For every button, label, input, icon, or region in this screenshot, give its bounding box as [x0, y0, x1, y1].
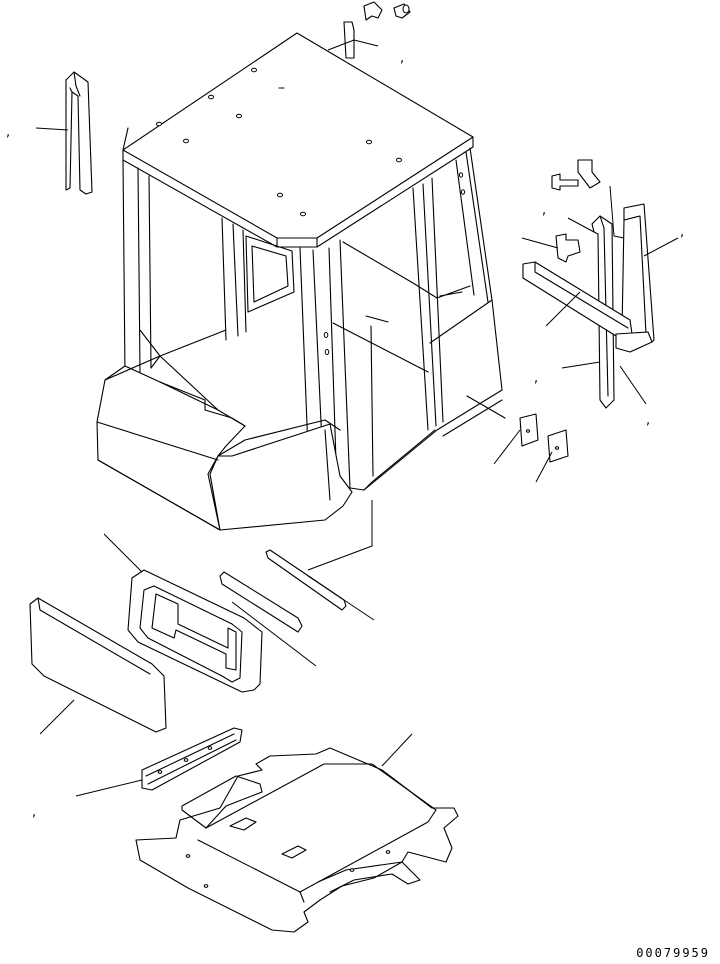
comma-mark-6: , — [646, 413, 650, 428]
frame-gasket-part — [128, 570, 262, 692]
comma-mark-5: , — [534, 371, 538, 386]
drawing-number: 00079959 — [636, 946, 710, 960]
comma-mark-7: , — [32, 805, 36, 820]
mounting-strip-part — [142, 728, 242, 790]
comma-mark-1: , — [6, 125, 10, 140]
cab-assembly — [97, 33, 505, 530]
roof-holes — [157, 68, 402, 216]
right-bracket-parts — [520, 160, 654, 462]
door-pillar-holes — [459, 173, 464, 194]
comma-mark-2: , — [400, 51, 404, 66]
floor-mat-part — [136, 748, 458, 932]
seal-strip-parts — [220, 550, 346, 632]
top-clip-parts — [344, 2, 410, 58]
comma-mark-3: , — [542, 203, 546, 218]
leader-lines — [36, 40, 678, 796]
side-panel-part — [30, 598, 166, 732]
left-rail-part — [66, 72, 92, 194]
comma-mark-4: , — [680, 225, 684, 240]
item-comma-marks: , , , , , , , — [6, 51, 684, 820]
